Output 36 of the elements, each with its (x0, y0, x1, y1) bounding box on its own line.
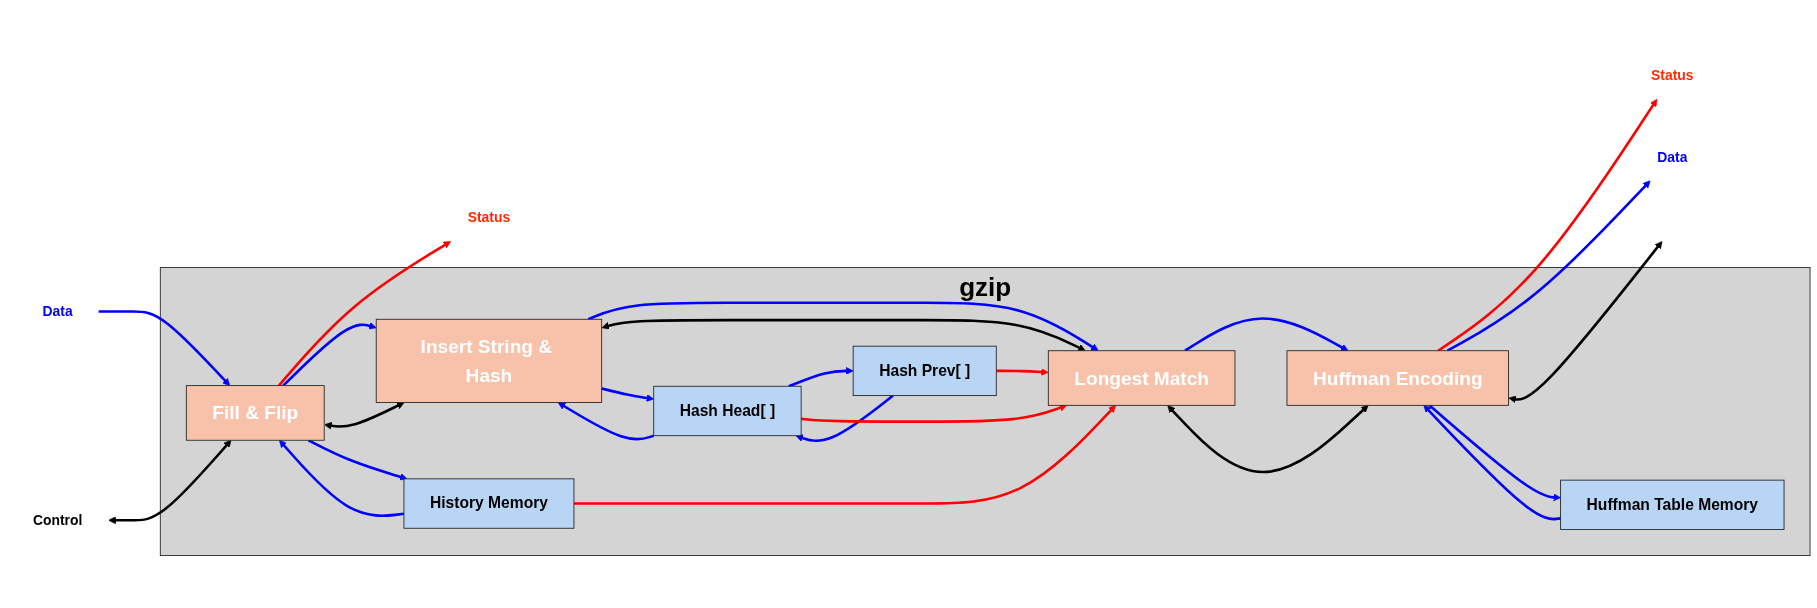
arrow (108, 439, 232, 525)
signal-label: Data (42, 303, 73, 319)
signal-label: Control (32, 512, 83, 528)
arrow (601, 318, 1086, 352)
arrow (324, 402, 405, 430)
signal-label: Data (1657, 149, 1688, 165)
process-box: Insert String & Hash (375, 318, 603, 403)
arrow (801, 404, 1068, 423)
arrow (1428, 404, 1561, 502)
arrow (557, 402, 655, 441)
arrow (1184, 317, 1349, 352)
arrow (1446, 180, 1651, 352)
arrow (277, 241, 451, 387)
memory-box: Hash Head[ ] (653, 385, 802, 437)
arrow (573, 405, 1116, 505)
arrow (587, 301, 1099, 352)
memory-box: Hash Prev[ ] (852, 345, 997, 397)
arrow (795, 394, 894, 443)
arrow (98, 310, 231, 386)
memory-box: History Memory (403, 478, 575, 529)
arrow (788, 367, 854, 388)
process-box: Longest Match (1047, 350, 1236, 406)
arrow (1508, 241, 1663, 404)
arrow (307, 439, 408, 481)
arrow (279, 439, 405, 518)
arrow (1423, 405, 1561, 521)
arrow (282, 322, 377, 387)
memory-box: Huffman Table Memory (1560, 479, 1785, 530)
signal-label: Status (467, 210, 511, 225)
signal-label: Status (1651, 68, 1694, 83)
arrow (996, 368, 1049, 376)
process-box: Fill & Flip (185, 385, 325, 441)
arrow (1167, 405, 1369, 474)
arrow (601, 387, 655, 402)
process-box: Huffman Encoding (1286, 350, 1509, 406)
arrow (1437, 98, 1658, 352)
